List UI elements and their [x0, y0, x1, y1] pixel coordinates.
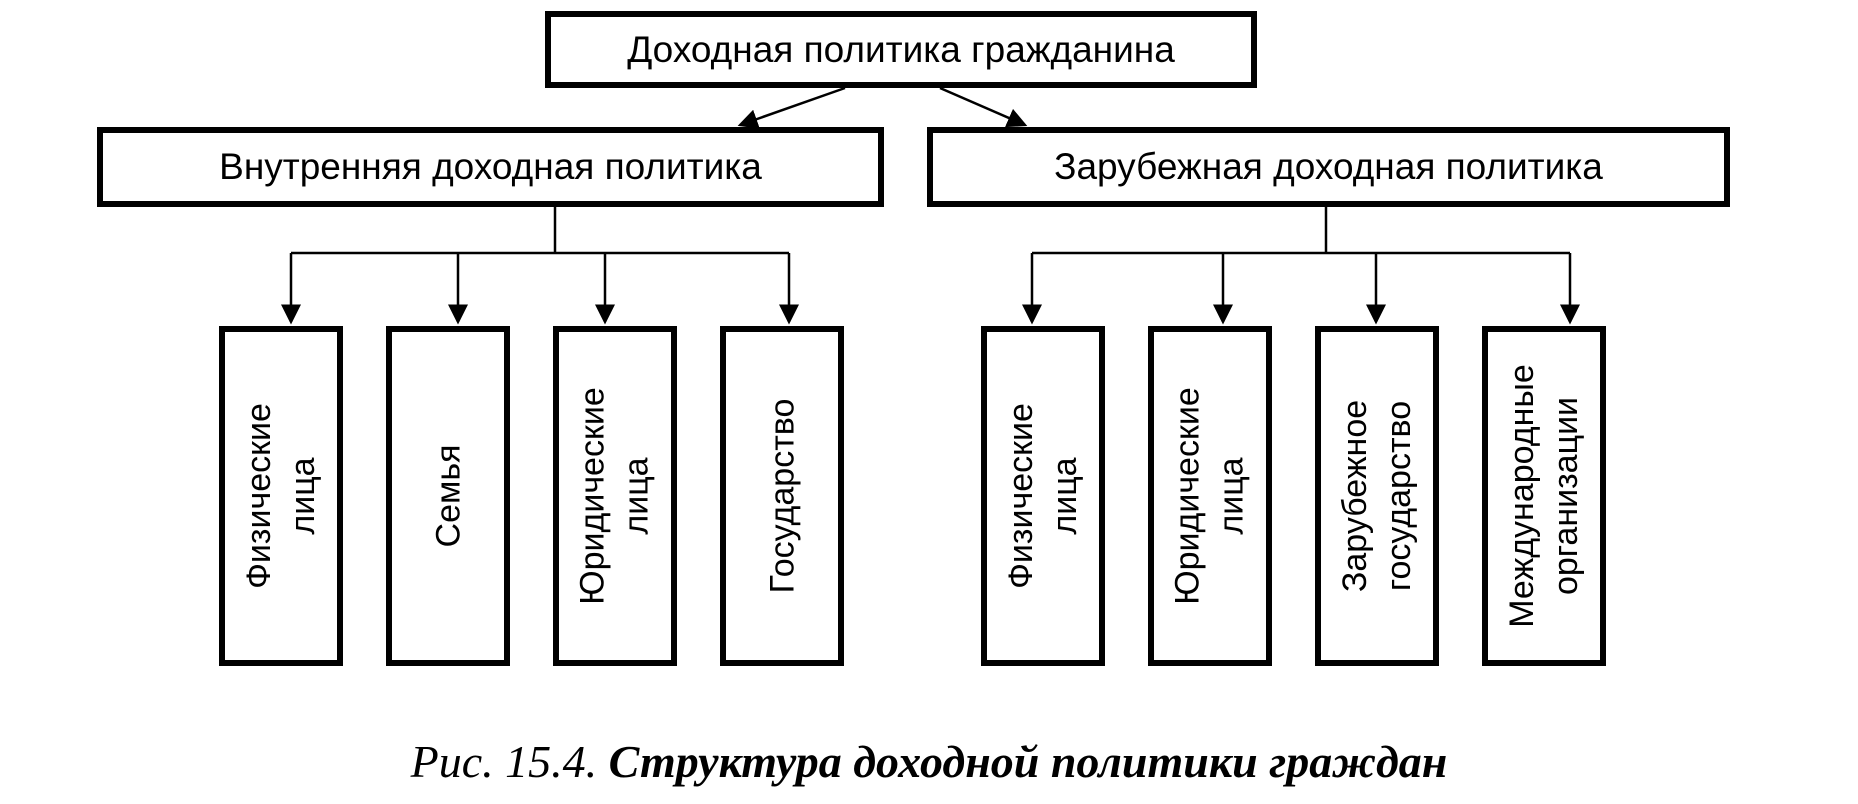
- leaf-line: лица: [618, 457, 657, 535]
- leaf-internal-legal-entities: Юридические лица: [553, 326, 677, 666]
- caption-title: Структура доходной политики граждан: [608, 736, 1448, 787]
- root-node: Доходная политика гражданина: [545, 11, 1257, 88]
- internal-branch-connectors: [281, 207, 799, 325]
- leaf-foreign-international-orgs: Международные организации: [1482, 326, 1606, 666]
- root-to-foreign-arrow: [939, 86, 1028, 128]
- branch-internal-node: Внутренняя доходная политика: [97, 127, 884, 207]
- leaf-internal-family: Семья: [386, 326, 510, 666]
- leaf-line: государство: [1380, 400, 1418, 592]
- foreign-branch-connectors: [1022, 207, 1580, 325]
- caption-prefix: Рис. 15.4.: [410, 736, 598, 787]
- branch-foreign-node: Зарубежная доходная политика: [927, 127, 1730, 207]
- leaf-line: Международные: [1503, 364, 1542, 628]
- leaf-line: Физические: [1002, 403, 1041, 589]
- leaf-line: лица: [1046, 457, 1085, 535]
- branch-foreign-label: Зарубежная доходная политика: [1054, 146, 1603, 187]
- leaf-foreign-individuals: Физические лица: [981, 326, 1105, 666]
- leaf-line: Юридические: [574, 387, 613, 605]
- leaf-line: Юридические: [1169, 387, 1208, 605]
- leaf-line: лица: [284, 457, 323, 535]
- leaf-line: Государство: [763, 398, 801, 594]
- leaf-line: организации: [1547, 396, 1586, 596]
- leaf-line: Семья: [429, 444, 467, 548]
- root-node-label: Доходная политика гражданина: [627, 28, 1175, 70]
- leaf-internal-individuals: Физические лица: [219, 326, 343, 666]
- branch-internal-label: Внутренняя доходная политика: [219, 146, 762, 187]
- leaf-line: лица: [1213, 457, 1252, 535]
- leaf-internal-state: Государство: [720, 326, 844, 666]
- root-to-internal-arrow: [737, 86, 846, 129]
- figure-caption: Рис. 15.4. Структура доходной политики г…: [0, 735, 1858, 788]
- leaf-foreign-legal-entities: Юридические лица: [1148, 326, 1272, 666]
- leaf-foreign-state: Зарубежное государство: [1315, 326, 1439, 666]
- leaf-line: Физические: [240, 403, 279, 589]
- leaf-line: Зарубежное: [1336, 399, 1374, 593]
